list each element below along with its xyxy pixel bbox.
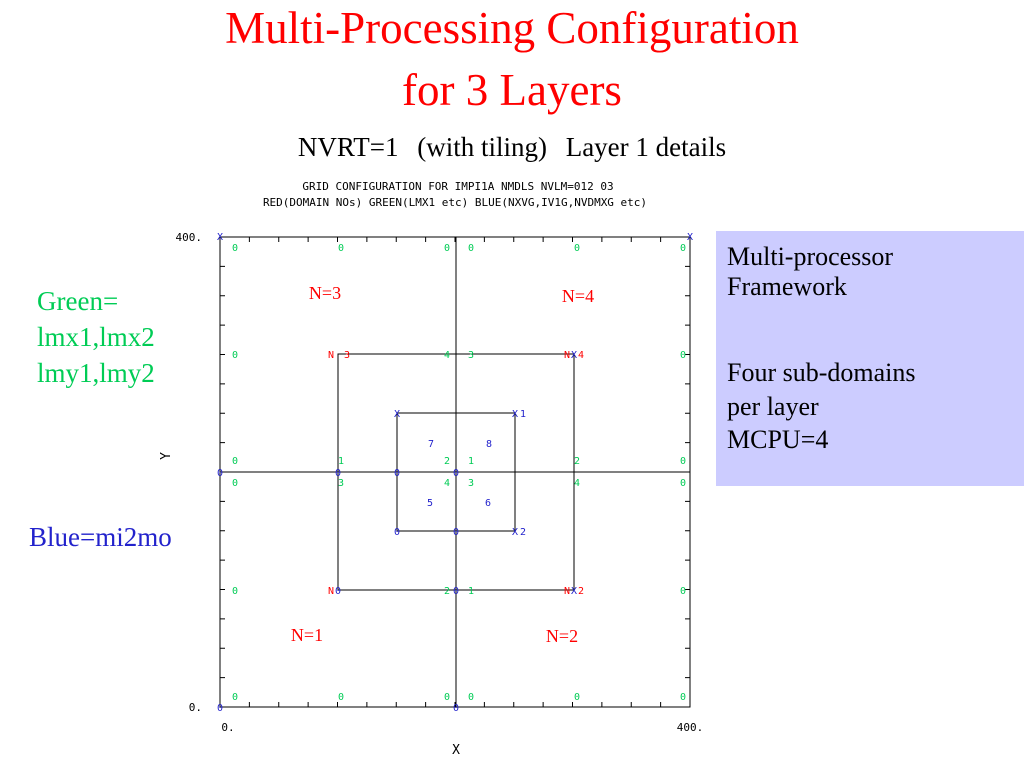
domain-label-n3: N=3	[309, 283, 341, 303]
domain-label-n4: N=4	[562, 286, 594, 306]
svg-text:0: 0	[444, 243, 450, 254]
svg-text:0: 0	[217, 703, 223, 714]
svg-text:2: 2	[444, 456, 450, 467]
domain-label-n1: N=1	[291, 625, 323, 645]
svg-text:0: 0	[232, 350, 238, 361]
red-marker-n1: N	[328, 586, 334, 597]
svg-text:0: 0	[680, 692, 686, 703]
svg-text:2: 2	[520, 527, 526, 538]
x-axis-label: X	[452, 743, 460, 758]
svg-text:0: 0	[444, 692, 450, 703]
svg-text:0: 0	[680, 586, 686, 597]
svg-text:0: 0	[217, 468, 223, 479]
svg-text:0: 0	[232, 456, 238, 467]
svg-text:0: 0	[680, 456, 686, 467]
svg-text:0: 0	[468, 692, 474, 703]
subtitle: NVRT=1 (with tiling) Layer 1 details	[0, 132, 1024, 163]
subtitle-nvrt: NVRT=1	[297, 132, 399, 162]
svg-text:2: 2	[444, 586, 450, 597]
svg-text:4: 4	[444, 350, 450, 361]
svg-text:0: 0	[680, 243, 686, 254]
svg-text:0: 0	[453, 527, 459, 538]
svg-text:0: 0	[468, 243, 474, 254]
svg-text:X: X	[571, 586, 577, 597]
svg-text:1: 1	[520, 409, 526, 420]
svg-text:3: 3	[468, 350, 474, 361]
svg-text:0: 0	[338, 692, 344, 703]
svg-text:3: 3	[338, 478, 344, 489]
svg-text:5: 5	[427, 498, 433, 509]
green-legend-line1: Green=	[37, 286, 119, 316]
svg-text:0: 0	[335, 468, 341, 479]
inner-square	[396, 412, 516, 532]
green-legend: Green= lmx1,lmx2 lmy1,lmy2	[37, 283, 155, 391]
svg-text:1: 1	[468, 586, 474, 597]
y-min-label: 0.	[189, 701, 202, 714]
svg-text:4: 4	[574, 478, 580, 489]
info-line1: Multi-processor	[727, 242, 894, 271]
plot-header-line1: GRID CONFIGURATION FOR IMPI1A NMDLS NVLM…	[302, 180, 613, 193]
domain-label-n2: N=2	[546, 626, 578, 646]
svg-text:0: 0	[453, 703, 459, 714]
svg-text:0: 0	[232, 692, 238, 703]
svg-text:X: X	[687, 232, 693, 243]
svg-text:1: 1	[468, 456, 474, 467]
info-line5: MCPU=4	[727, 425, 829, 454]
red-marker-n2: N	[564, 586, 570, 597]
svg-text:0: 0	[680, 478, 686, 489]
subtitle-layer: Layer 1 details	[565, 132, 727, 162]
green-legend-line2: lmx1,lmx2	[37, 322, 155, 352]
svg-text:0: 0	[574, 692, 580, 703]
svg-text:X: X	[512, 409, 518, 420]
red-marker-2: 2	[578, 586, 584, 597]
blue-legend: Blue=mi2mo	[29, 522, 172, 552]
red-marker-n3: N	[328, 350, 334, 361]
slide-title-line2: for 3 Layers	[402, 65, 622, 115]
svg-text:0: 0	[574, 243, 580, 254]
svg-text:X: X	[571, 350, 577, 361]
svg-text:X: X	[394, 409, 400, 420]
info-box: Multi-processor Framework Four sub-domai…	[716, 231, 1024, 486]
svg-text:2: 2	[574, 456, 580, 467]
info-line4: per layer	[727, 392, 819, 421]
plot-header-line2: RED(DOMAIN NOs) GREEN(LMX1 etc) BLUE(NXV…	[263, 196, 647, 209]
svg-text:0: 0	[338, 243, 344, 254]
red-marker-4: 4	[578, 350, 584, 361]
green-legend-line3: lmy1,lmy2	[37, 358, 155, 388]
middle-square	[337, 353, 575, 591]
svg-text:0: 0	[453, 468, 459, 479]
svg-text:0: 0	[232, 478, 238, 489]
svg-text:1: 1	[338, 456, 344, 467]
slide-title-line1: Multi-Processing Configuration	[225, 3, 799, 53]
info-line3: Four sub-domains	[727, 358, 916, 387]
svg-text:0: 0	[453, 586, 459, 597]
svg-text:3: 3	[468, 478, 474, 489]
svg-text:0: 0	[335, 586, 341, 597]
svg-text:4: 4	[444, 478, 450, 489]
info-line2: Framework	[727, 272, 847, 301]
y-max-label: 400.	[176, 231, 203, 244]
svg-text:0: 0	[394, 527, 400, 538]
red-marker-3: 3	[344, 350, 350, 361]
svg-text:X: X	[512, 527, 518, 538]
svg-text:0: 0	[232, 243, 238, 254]
svg-text:0: 0	[232, 586, 238, 597]
y-axis-label: Y	[159, 452, 174, 460]
svg-text:8: 8	[486, 439, 492, 450]
svg-text:6: 6	[485, 498, 491, 509]
svg-text:0: 0	[680, 350, 686, 361]
svg-text:7: 7	[428, 439, 434, 450]
x-max-label: 400.	[677, 721, 704, 734]
svg-text:X: X	[217, 232, 223, 243]
svg-text:0: 0	[394, 468, 400, 479]
x-min-label: 0.	[221, 721, 234, 734]
subtitle-tiling: (with tiling)	[417, 132, 547, 162]
red-marker-n4: N	[564, 350, 570, 361]
